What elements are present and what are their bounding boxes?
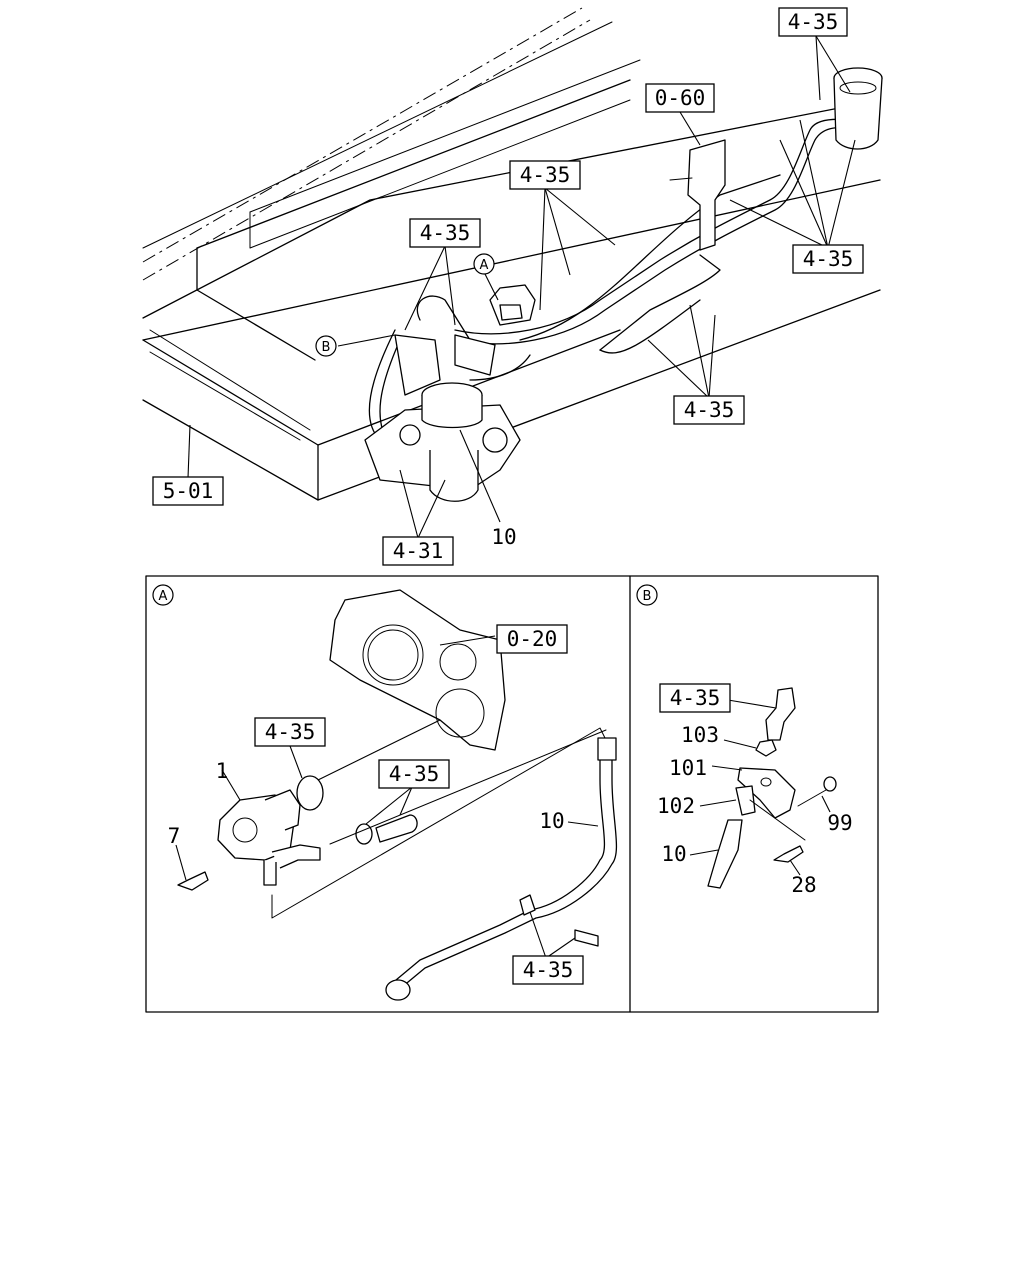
marker-a-main-label: A: [480, 258, 489, 273]
part-28: 28: [791, 873, 816, 897]
frame-rails: [142, 7, 881, 501]
ref-4-35-det-a1: 4-35: [265, 720, 316, 744]
ref-4-35-top: 4-35: [788, 10, 839, 34]
part-1: 1: [216, 759, 229, 783]
ref-4-35-det-a3: 4-35: [523, 958, 574, 982]
ref-0-60: 0-60: [655, 86, 706, 110]
ref-box-4-35-a[interactable]: 4-35: [509, 160, 581, 190]
ref-box-4-31[interactable]: 4-31: [382, 536, 454, 566]
ref-box-4-35-right[interactable]: 4-35: [792, 244, 864, 274]
part-7: 7: [168, 824, 181, 848]
ref-box-top[interactable]: 4-35: [778, 7, 848, 37]
brake-lines: [368, 118, 856, 446]
marker-b-main: B: [315, 335, 337, 357]
marker-a-detail-label: A: [159, 589, 168, 604]
part-101: 101: [669, 756, 707, 780]
fluid-reservoir: [833, 67, 883, 150]
marker-b-detail: B: [636, 584, 658, 606]
part-103: 103: [681, 723, 719, 747]
ref-box-4-35-mid[interactable]: 4-35: [673, 395, 745, 425]
ref-5-01: 5-01: [163, 479, 214, 503]
marker-a-detail: A: [152, 584, 174, 606]
part-10-detail-b: 10: [661, 842, 686, 866]
marker-b-detail-label: B: [643, 589, 652, 604]
ref-box-4-35-det-a1[interactable]: 4-35: [254, 717, 326, 747]
ref-4-35-det-b: 4-35: [670, 686, 721, 710]
ref-box-4-35-det-a3[interactable]: 4-35: [512, 955, 584, 985]
part-10-detail-a: 10: [539, 809, 564, 833]
ref-4-35-mid: 4-35: [684, 398, 735, 422]
ref-4-35-b: 4-35: [420, 221, 471, 245]
frame-bracket: [669, 139, 726, 251]
ref-4-35-a: 4-35: [520, 163, 571, 187]
marker-b-main-label: B: [322, 340, 331, 355]
ref-4-31: 4-31: [393, 539, 444, 563]
part-10-main: 10: [491, 525, 516, 549]
master-cylinder: [364, 382, 521, 502]
ref-4-35-det-a2: 4-35: [389, 762, 440, 786]
ref-box-0-20[interactable]: 0-20: [496, 624, 568, 654]
ref-box-4-35-det-a2[interactable]: 4-35: [378, 759, 450, 789]
detail-panels: [145, 575, 879, 1013]
part-99: 99: [827, 811, 852, 835]
part-102: 102: [657, 794, 695, 818]
ref-box-5-01[interactable]: 5-01: [152, 476, 224, 506]
detail-a: A: [152, 584, 618, 1001]
marker-a-main: A: [473, 253, 495, 275]
ref-box-0-60[interactable]: 0-60: [645, 83, 715, 113]
relay-valve: [489, 284, 536, 326]
detail-b: B: [636, 584, 837, 889]
ref-4-35-right: 4-35: [803, 247, 854, 271]
ref-0-20: 0-20: [507, 627, 558, 651]
ref-box-4-35-det-b[interactable]: 4-35: [659, 683, 731, 713]
bracket-b: [394, 334, 496, 396]
ref-box-4-35-b[interactable]: 4-35: [409, 218, 481, 248]
main-leaders: [187, 35, 856, 539]
